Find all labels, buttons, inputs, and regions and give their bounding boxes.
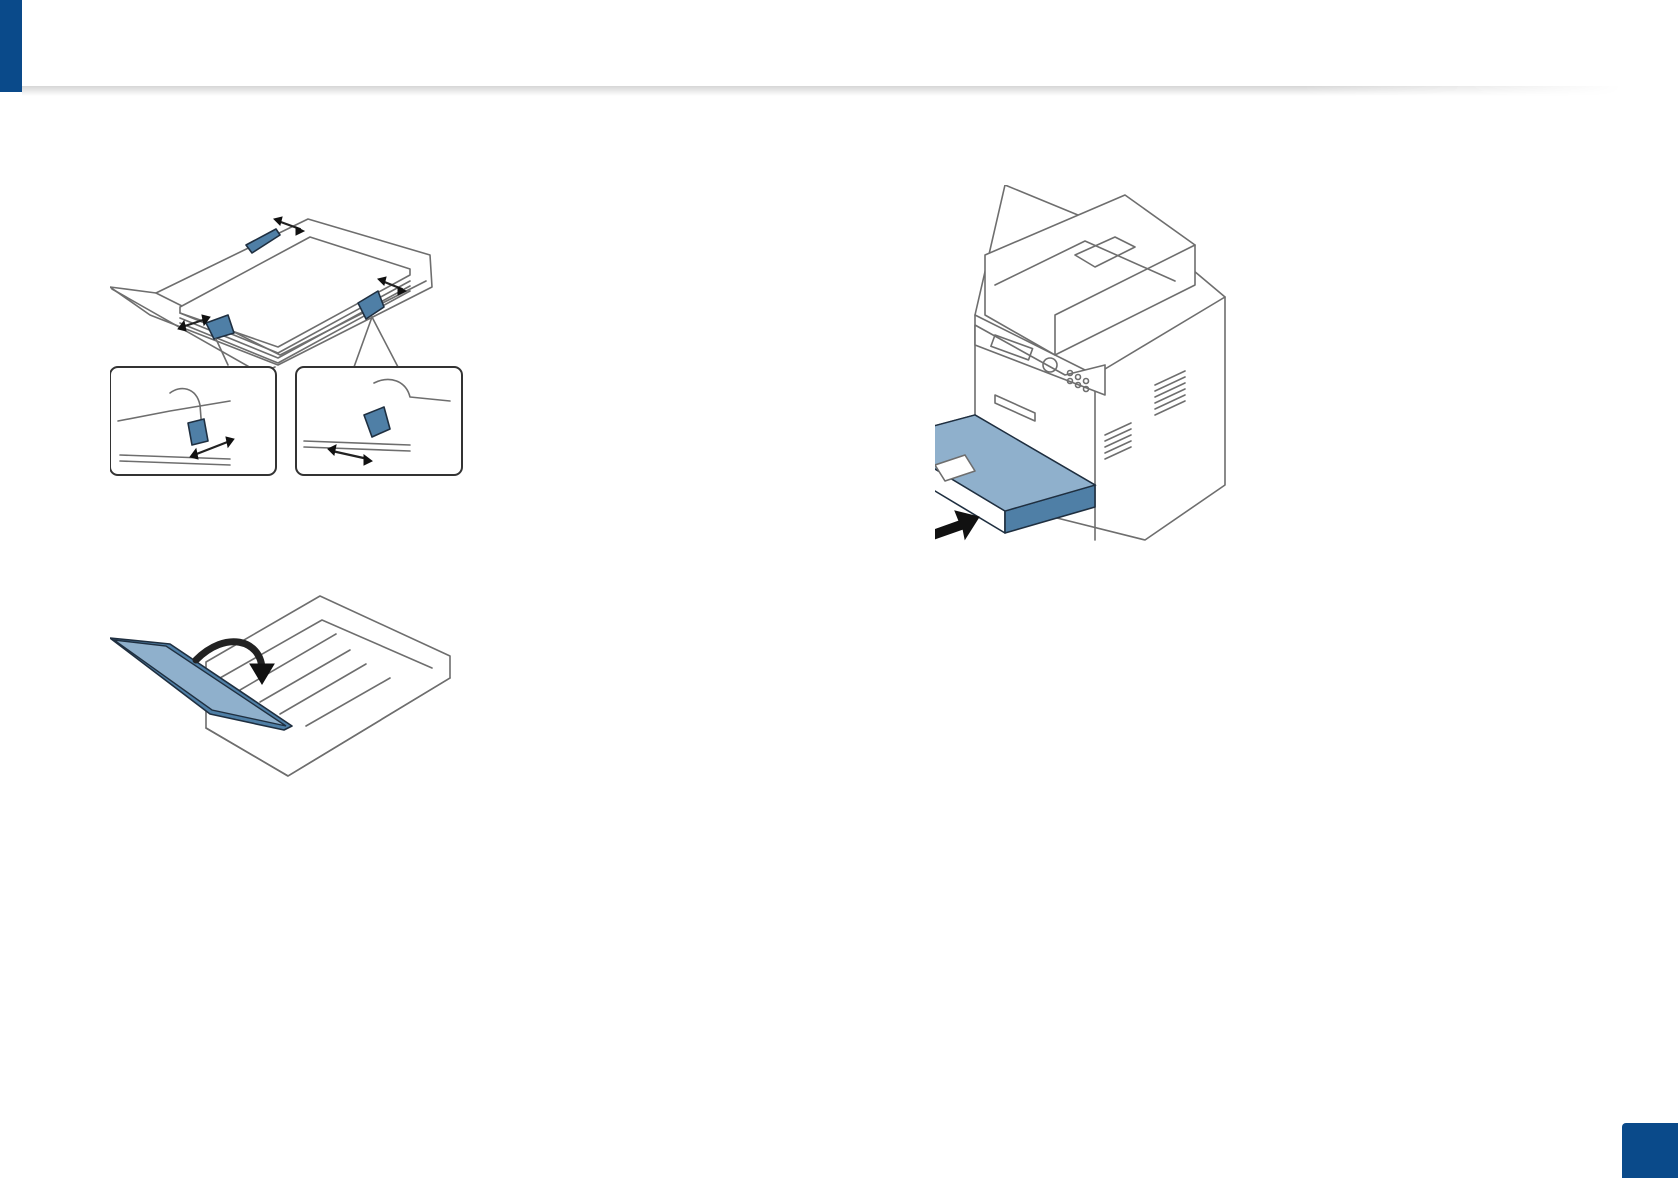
printer-tray-insert-illustration — [935, 185, 1335, 580]
tray-cover-illustration — [110, 590, 490, 810]
page-number-badge — [1622, 1123, 1678, 1178]
header-divider — [22, 86, 1622, 96]
chapter-tab — [0, 0, 22, 92]
tray-guides-illustration — [110, 215, 500, 515]
